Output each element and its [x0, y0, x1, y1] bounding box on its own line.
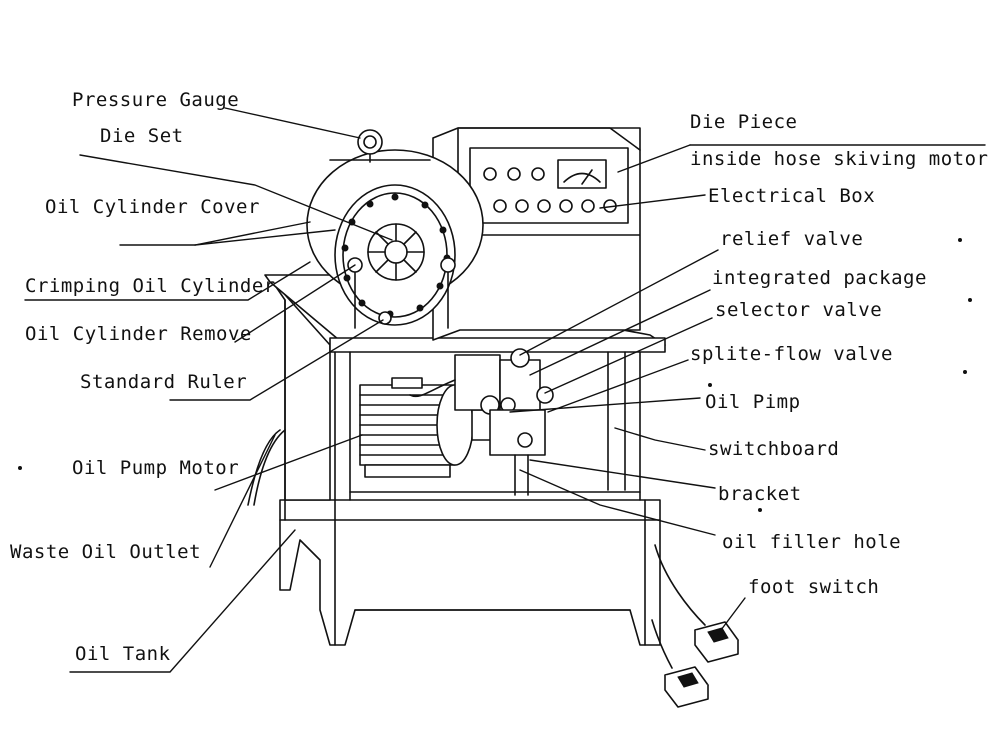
labels: Pressure Gauge Die Set Oil Cylinder Cove…	[10, 89, 988, 665]
label-die-piece: Die Piece	[690, 111, 797, 133]
label-pressure-gauge: Pressure Gauge	[72, 89, 239, 111]
crimping-oil-cylinder	[306, 149, 484, 329]
label-oil-tank: Oil Tank	[75, 643, 171, 665]
foot-switch	[651, 544, 739, 708]
leader-lines	[24, 107, 986, 673]
pressure-gauge	[357, 129, 383, 163]
label-relief-valve: relief valve	[720, 228, 863, 250]
valve-assembly	[409, 348, 554, 496]
label-integrated-package: integrated package	[712, 267, 927, 289]
label-foot-switch: foot switch	[748, 576, 879, 598]
label-standard-ruler: Standard Ruler	[80, 371, 247, 393]
label-selector-valve: selector valve	[715, 299, 882, 321]
label-oil-cylinder-remove: Oil Cylinder Remove	[25, 323, 252, 345]
label-bracket: bracket	[718, 483, 802, 505]
label-die-set: Die Set	[100, 125, 184, 147]
label-split-flow-valve: splite-flow valve	[690, 343, 893, 365]
label-oil-pump-motor: Oil Pump Motor	[72, 457, 239, 479]
electrical-box	[432, 127, 641, 341]
pump-bay-frame	[334, 351, 641, 501]
cabinet-side-panel	[269, 277, 331, 521]
waste-oil-outlet-hose	[247, 429, 281, 506]
label-electrical-box: Electrical Box	[708, 185, 875, 207]
label-oil-filler-hole: oil filler hole	[722, 531, 901, 553]
label-crimping-oil-cylinder: Crimping Oil Cylinder	[25, 275, 276, 297]
oil-tank	[279, 499, 661, 646]
label-oil-pump: Oil Pimp	[705, 391, 801, 413]
label-switchboard: switchboard	[708, 438, 839, 460]
machine-drawing	[18, 127, 972, 708]
label-oil-cylinder-cover: Oil Cylinder Cover	[45, 196, 260, 218]
label-waste-oil-outlet: Waste Oil Outlet	[10, 541, 201, 563]
label-inside-hose-skiving-motor: inside hose skiving motor	[690, 148, 988, 170]
